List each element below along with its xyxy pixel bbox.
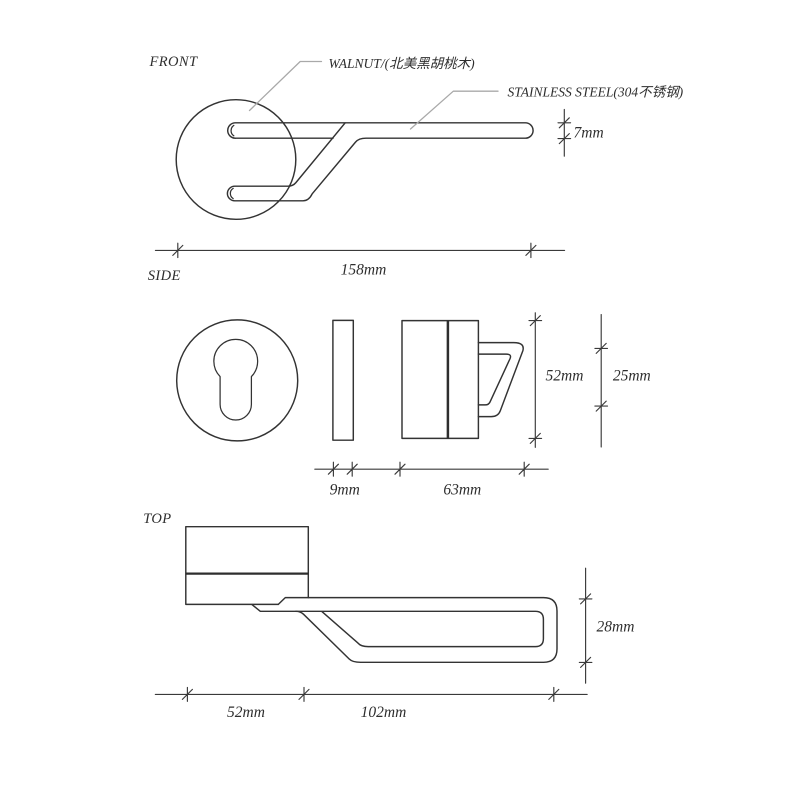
side-dim-offset-text: 25mm (613, 367, 651, 384)
side-rose-plate (332, 319, 355, 441)
side-dim-height-text: 52mm (546, 367, 584, 384)
front-dim-thickness-ticks (557, 117, 572, 145)
top-dim-rose-text: 52mm (227, 704, 265, 721)
top-rose-outline (185, 525, 310, 606)
side-body-block (401, 319, 480, 440)
side-view: SIDE 52mm 25mm 9mm 63mm (148, 268, 651, 499)
top-dim-bottom-ticks (181, 686, 560, 702)
front-dim-length-ticks (172, 242, 537, 259)
top-lever-inner-slot (295, 610, 545, 648)
top-lever-outline (251, 596, 558, 664)
side-dim-plate-text: 9mm (330, 482, 360, 499)
front-lever-outline (226, 122, 534, 202)
side-dim-offset-ticks (594, 342, 609, 412)
side-view-label: SIDE (148, 268, 181, 284)
top-dim-bottom: 52mm 102mm (154, 686, 588, 721)
front-dim-thickness: 7mm (557, 108, 604, 157)
front-view-label: FRONT (149, 54, 198, 70)
front-bottom-cap-inner-arc (229, 187, 234, 200)
steel-leader-line (409, 90, 499, 130)
side-dim-height: 52mm (528, 312, 584, 448)
front-view: FRONT WALNUT/(北美黑胡桃木) STAINLESS STEEL(30… (149, 54, 684, 279)
front-dim-thickness-text: 7mm (574, 125, 604, 142)
side-rose-circle (175, 319, 299, 442)
front-dim-length-text: 158mm (341, 262, 387, 279)
walnut-leader-line (248, 60, 323, 112)
top-dim-depth: 28mm (578, 567, 635, 684)
front-dim-length: 158mm (154, 242, 566, 279)
top-view: TOP 28mm 52mm 102mm (143, 511, 634, 721)
side-dim-height-ticks (528, 315, 543, 444)
side-dim-bottom-ticks (327, 461, 530, 477)
side-dim-offset: 25mm (594, 314, 651, 448)
steel-callout: STAINLESS STEEL(304不锈钢) (508, 85, 684, 100)
front-rose-circle (175, 98, 297, 221)
side-keyhole-cutout (213, 338, 259, 421)
top-dim-reach-text: 102mm (361, 704, 407, 721)
top-view-label: TOP (143, 511, 171, 527)
walnut-callout: WALNUT/(北美黑胡桃木) (329, 56, 476, 71)
side-lever-profile-inner (477, 353, 512, 406)
side-lever-profile-outer (477, 341, 524, 418)
top-dim-depth-text: 28mm (597, 619, 635, 636)
side-dim-depth-text: 63mm (443, 482, 481, 499)
front-top-cap-inner-arc (230, 124, 235, 137)
top-dim-depth-ticks (578, 593, 593, 668)
side-dim-bottom: 9mm 63mm (314, 461, 549, 499)
